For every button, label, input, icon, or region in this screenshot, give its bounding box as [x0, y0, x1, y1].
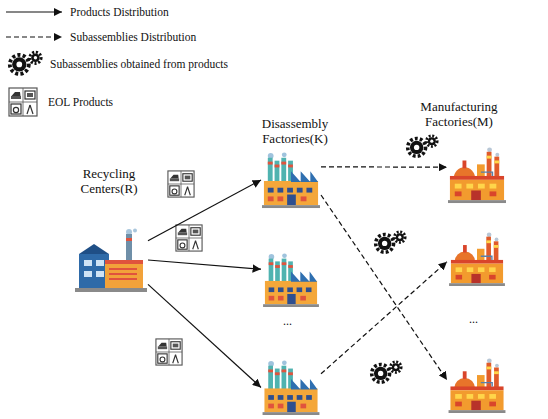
- factory-icon: [262, 360, 320, 415]
- subassembly-gear-icon: [372, 362, 401, 383]
- products-arrow: [148, 180, 261, 241]
- disassembly-factory: [262, 253, 320, 307]
- node-heading: Manufacturing Factories(M): [409, 99, 509, 129]
- legend-label: Products Distribution: [70, 5, 169, 19]
- legend-eol-icon: [9, 88, 37, 116]
- ellipsis-label: ...: [469, 312, 478, 326]
- subassemblies-arrow: [321, 166, 447, 168]
- factory-icon: [262, 253, 320, 307]
- eol-products-icon: [168, 171, 194, 197]
- factory-icon: [448, 358, 506, 413]
- manufacturing-factory: Manufacturing Factories(M): [448, 145, 506, 205]
- factory-icon: [263, 253, 319, 307]
- node-label: Manufacturing Factories(M): [409, 99, 509, 129]
- node-heading: Recycling Centers(R): [67, 166, 151, 196]
- node-heading: Disassembly Factories(K): [249, 116, 341, 146]
- manufacturing-factory: [448, 358, 506, 413]
- eol-products-icon: [156, 339, 182, 365]
- legend-label: Subassemblies obtained from products: [50, 57, 228, 71]
- legend-label: Subassemblies Distribution: [70, 30, 196, 44]
- subassemblies-arrow: [321, 262, 447, 374]
- node-label: Disassembly Factories(K): [249, 116, 341, 146]
- subassembly-gear-icon: [408, 136, 437, 157]
- factory-icon: [262, 150, 320, 210]
- factory-icon: [448, 232, 506, 286]
- disassembly-factory: [262, 360, 320, 415]
- factory-icon: [263, 360, 320, 415]
- products-arrow: [148, 260, 261, 269]
- legend-solid-arrow: [6, 11, 62, 12]
- subassembly-gear-icon: [376, 232, 405, 253]
- factory-icon: [75, 229, 147, 293]
- factory-icon: [262, 152, 320, 208]
- manufacturing-factory: [448, 232, 506, 286]
- factory-icon: [449, 232, 505, 286]
- recycling-center: Recycling Centers(R): [75, 228, 147, 292]
- node-label: Recycling Centers(R): [67, 166, 151, 196]
- legend-gear-icon: [10, 52, 41, 74]
- products-arrow: [148, 284, 261, 387]
- factory-icon: [75, 228, 147, 292]
- factory-icon: [448, 147, 506, 203]
- eol-products-icon: [176, 225, 202, 251]
- ellipsis-label: ...: [283, 314, 292, 328]
- legend-dashed-arrow: [6, 36, 62, 37]
- factory-icon: [448, 145, 506, 205]
- legend-label: EOL Products: [48, 95, 113, 109]
- disassembly-factory: Disassembly Factories(K): [262, 150, 320, 210]
- factory-icon: [449, 358, 506, 413]
- subassemblies-arrow: [321, 195, 447, 380]
